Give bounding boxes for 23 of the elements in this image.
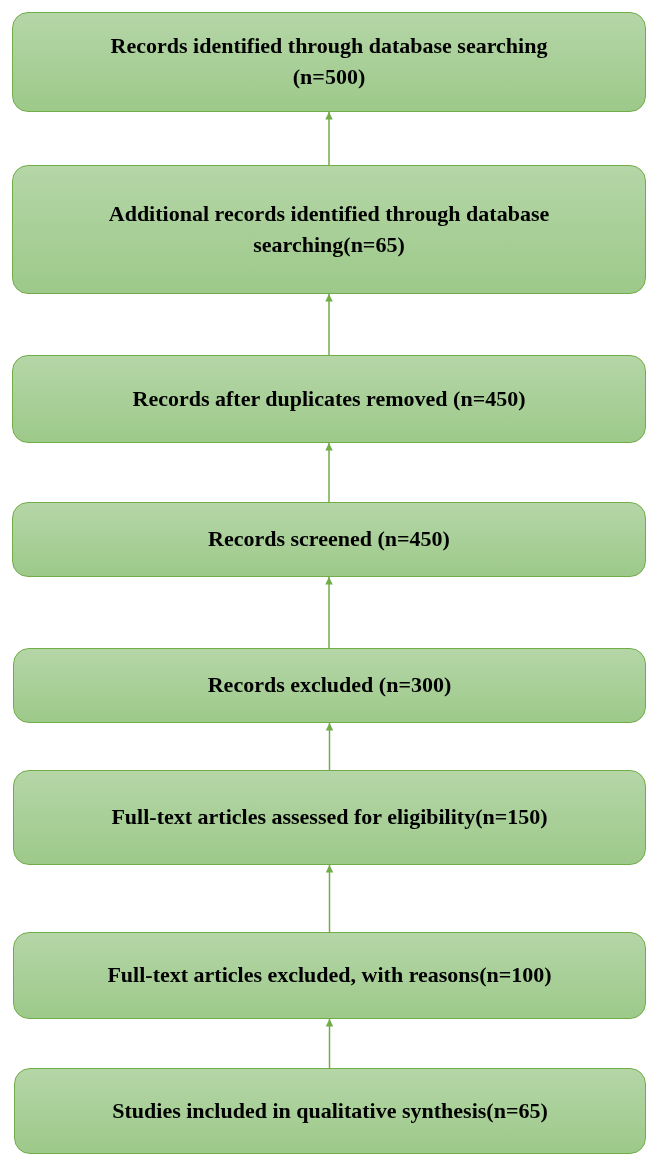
arrow [325,722,334,771]
process-box [12,165,646,294]
process-box [12,355,646,443]
box-label: Records screened (n=450) [208,525,450,554]
box-label: Full-text articles excluded, with reasons(n=100) [107,961,552,990]
box-label: Records excluded (n=300) [207,671,452,700]
process-box [13,648,646,723]
process-box [12,12,646,112]
box-label: Records after duplicates removed (n=450) [132,384,526,413]
process-box [14,1068,646,1154]
process-box [13,932,646,1019]
box-label: Additional records identified through database searching(n=65) [107,199,551,259]
arrow [325,576,333,649]
box-label: Full-text articles assessed for eligibility(n=150) [111,803,548,832]
arrow [325,293,333,356]
arrow [325,442,333,503]
box-label: Studies included in qualitative synthesis(n=65) [112,1096,548,1125]
process-box [12,502,646,577]
process-box [13,770,646,865]
arrow [325,111,333,166]
box-label: Records identified through database searching (n=500) [109,32,549,91]
arrow [325,1018,334,1069]
arrow [325,864,334,933]
